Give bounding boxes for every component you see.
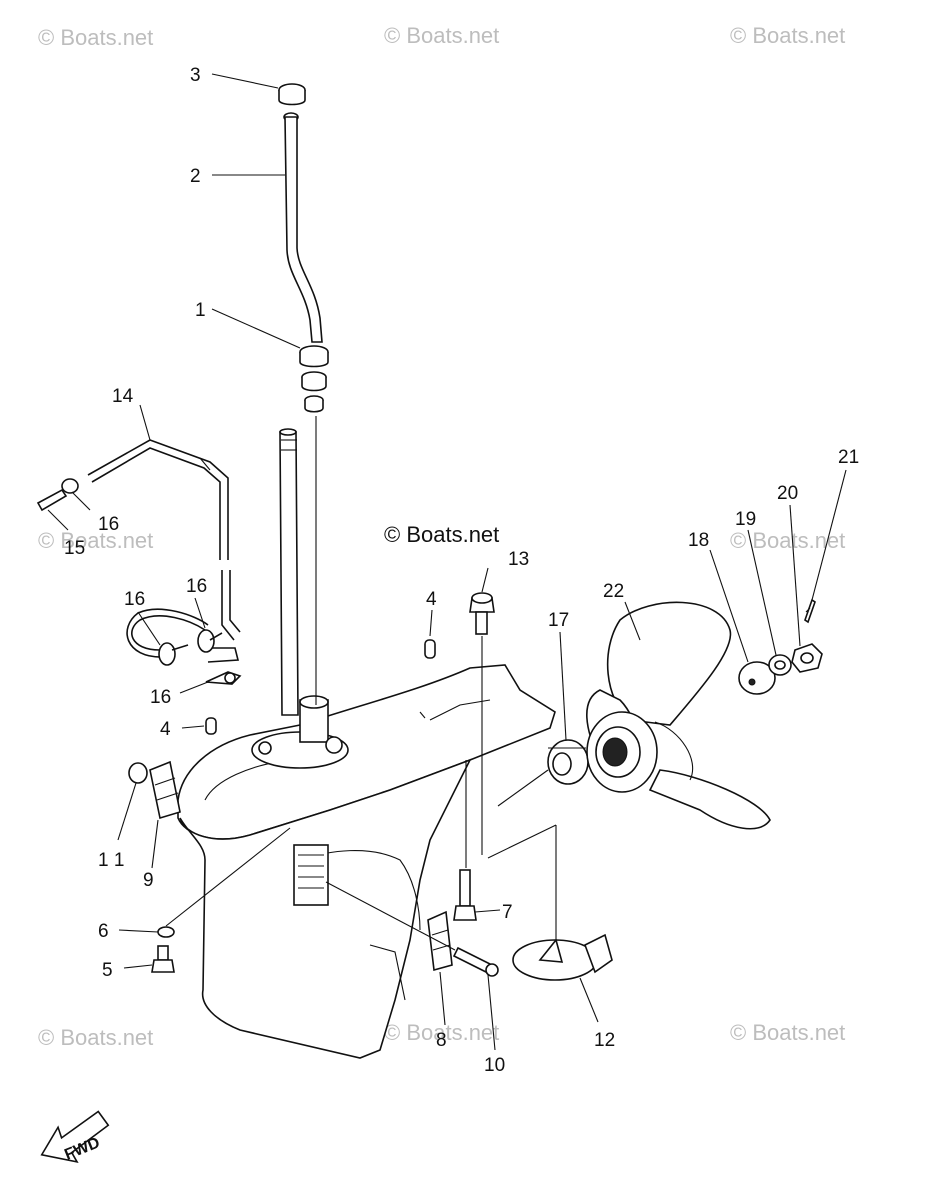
leader-lines (47, 73, 847, 1051)
callout-10: 10 (484, 1055, 505, 1076)
callout-15: 15 (64, 538, 85, 559)
callout-13: 13 (508, 549, 529, 570)
callout-19: 19 (735, 509, 756, 530)
callout-5: 5 (102, 960, 113, 981)
callout-1: 1 (195, 300, 206, 321)
callout-22: 22 (603, 581, 624, 602)
callout-8: 8 (436, 1030, 447, 1051)
callout-18: 18 (688, 530, 709, 551)
watermark-bottom-left: © Boats.net (38, 1025, 153, 1050)
thrust-spacer-17 (497, 739, 589, 807)
bolt-7 (453, 760, 477, 921)
callout-6: 6 (98, 921, 109, 942)
callout-16-bottom: 16 (150, 687, 171, 708)
callout-21: 21 (838, 447, 859, 468)
forward-arrow-icon: FWD (40, 1110, 110, 1164)
watermark-bottom-right: © Boats.net (730, 1020, 845, 1045)
bolt-5 (151, 945, 175, 973)
callout-11: 1 1 (98, 850, 124, 871)
callout-14: 14 (112, 386, 134, 407)
trim-tab-12 (487, 824, 613, 981)
clamps-16 (36, 478, 242, 685)
dowel-pin-4b (205, 717, 217, 735)
callout-17: 17 (548, 610, 569, 631)
watermark-top-left: © Boats.net (38, 25, 153, 50)
nut-11 (128, 762, 148, 784)
watermark-bottom-center: © Boats.net (384, 1020, 499, 1045)
washer-6 (157, 926, 175, 938)
bolt-13 (469, 592, 495, 855)
watermark-top-right: © Boats.net (730, 23, 845, 48)
callout-9: 9 (143, 870, 154, 891)
callout-4-upper: 4 (426, 589, 437, 610)
callout-4-lower: 4 (160, 719, 171, 740)
watermark-mid-left: © Boats.net (38, 528, 153, 553)
water-tube-assembly (278, 83, 329, 705)
water-tube-2 (284, 116, 323, 343)
anode-8 (427, 910, 453, 972)
callout-7: 7 (502, 902, 513, 923)
callout-labels: 3 2 1 14 16 15 16 16 16 4 4 13 1 1 9 6 5… (64, 65, 859, 1076)
callout-3: 3 (190, 65, 201, 86)
cotter-pin-21 (804, 598, 816, 624)
watermark-top-center: © Boats.net (384, 23, 499, 48)
watermark-center: © Boats.net (384, 522, 499, 547)
propeller-22 (586, 601, 771, 830)
callout-12: 12 (594, 1030, 615, 1051)
watermark-mid-right: © Boats.net (730, 528, 845, 553)
lower-unit-housing (177, 664, 556, 1059)
nut-20 (791, 643, 823, 673)
bolt-10 (325, 881, 499, 977)
dowel-pin-4a (424, 639, 436, 659)
callout-2: 2 (190, 166, 201, 187)
callout-20: 20 (777, 483, 798, 504)
washer-19 (768, 654, 792, 676)
hose-14 (87, 439, 241, 663)
callout-16-top: 16 (98, 514, 119, 535)
callout-16-right: 16 (186, 576, 207, 597)
washer-18 (738, 661, 776, 695)
callout-16-left: 16 (124, 589, 145, 610)
anode-9 (149, 760, 181, 820)
driveshaft (279, 428, 299, 716)
